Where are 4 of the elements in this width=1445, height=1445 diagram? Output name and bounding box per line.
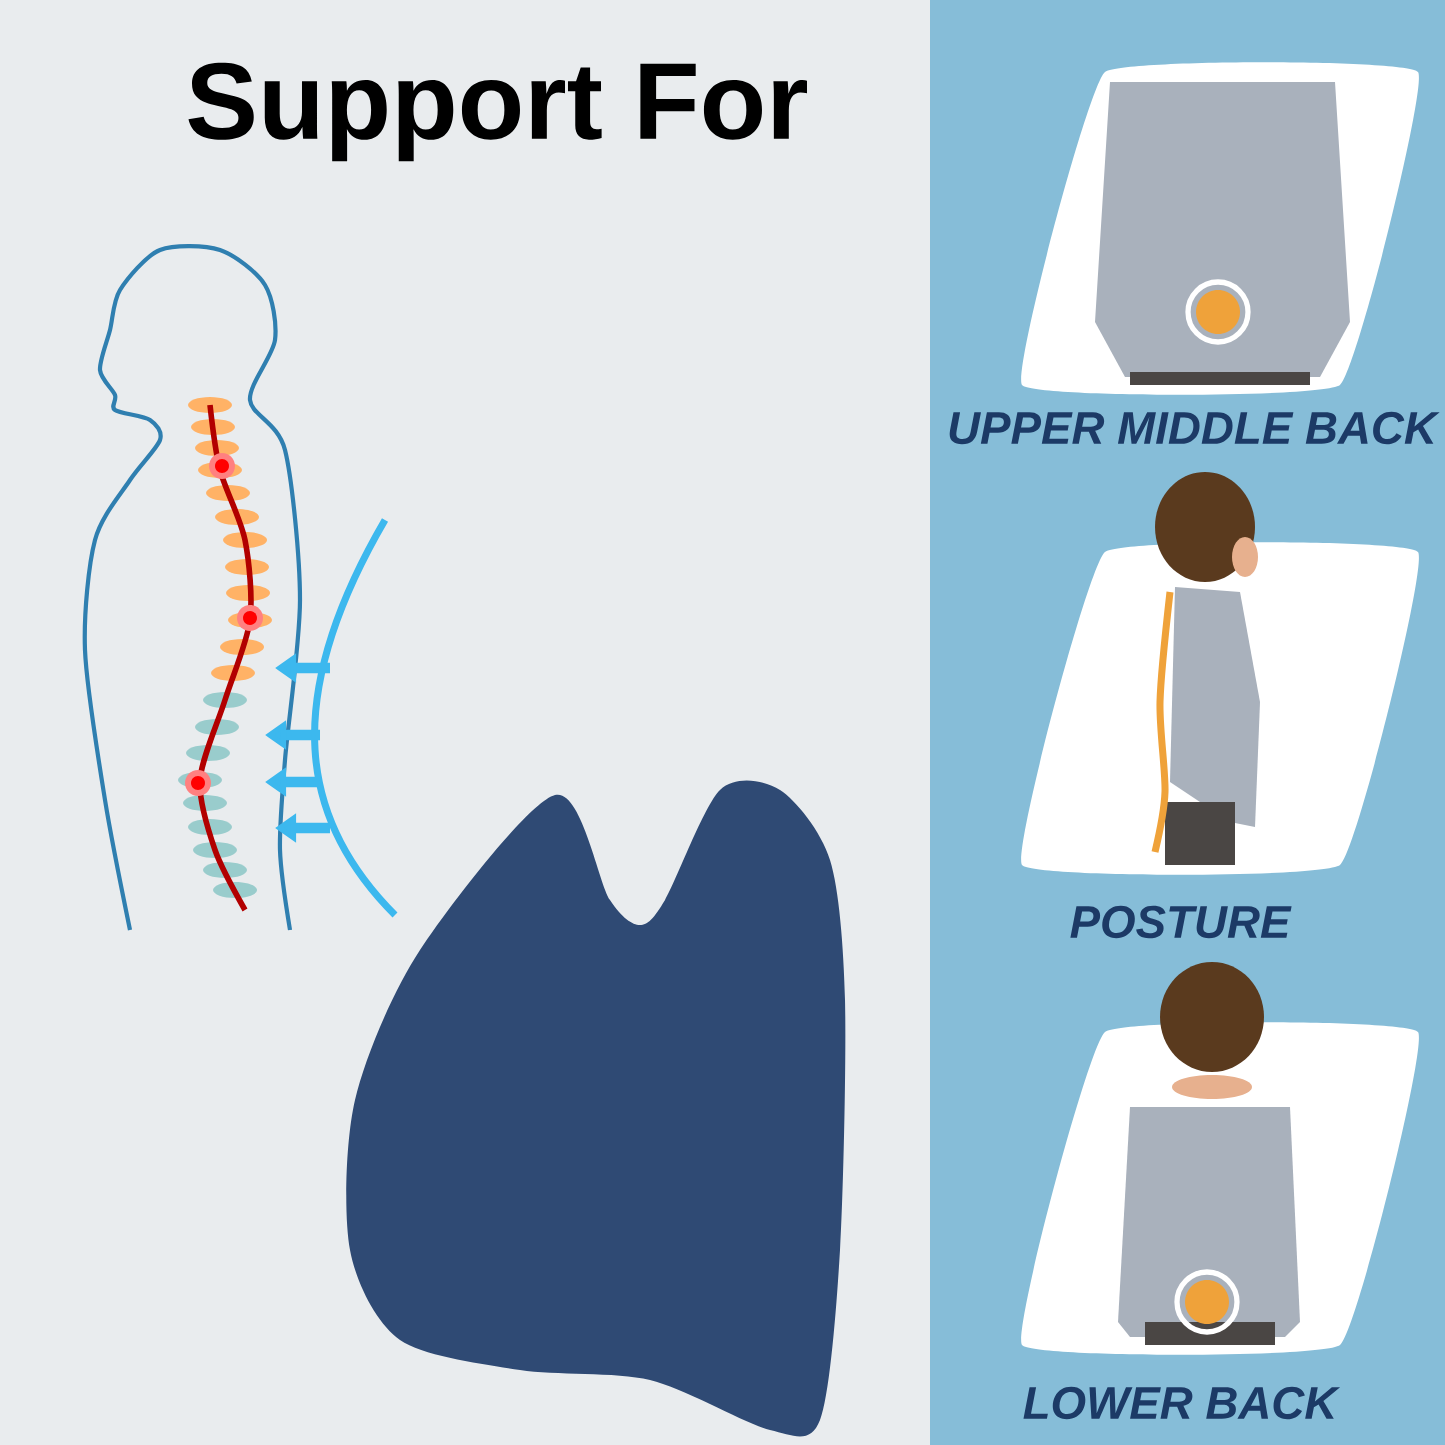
panel-label: UPPER MIDDLE BACK xyxy=(949,411,1440,445)
title: Support For xyxy=(188,62,807,162)
panel-label: POSTURE xyxy=(1070,905,1292,939)
panel-label: LOWER BACK xyxy=(1023,1386,1341,1420)
